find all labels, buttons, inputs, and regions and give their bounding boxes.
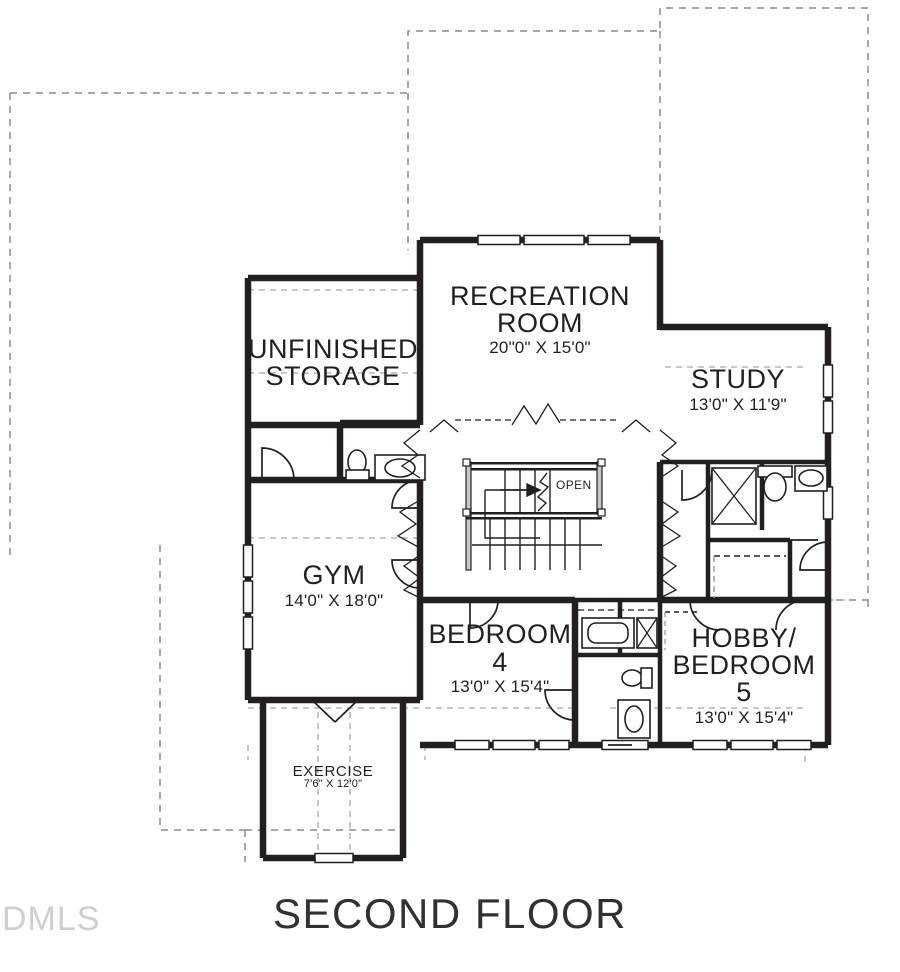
- room-dimensions: 20"0" X 15'0": [489, 338, 591, 357]
- room-label-recreation-room: RECREATION ROOM 20"0" X 15'0": [405, 281, 675, 357]
- room-label-gym: GYM 14'0" X 18'0": [248, 560, 420, 610]
- room-name-line2: STORAGE: [265, 361, 401, 391]
- room-name-line1: UNFINISHED: [247, 334, 418, 364]
- first-floor-outline-below: [9, 7, 869, 862]
- room-name-line1: BEDROOM: [428, 619, 572, 649]
- mls-watermark: DMLS: [2, 900, 101, 938]
- room-name-line1: STUDY: [690, 364, 785, 394]
- study-bath-fixtures: [711, 465, 828, 598]
- room-label-unfinished-storage: UNFINISHED STORAGE: [228, 336, 438, 390]
- room-label-study: STUDY 13'0" X 11'9": [652, 364, 824, 414]
- room-name-line2: BEDROOM: [672, 650, 816, 680]
- room-dimensions: 14'0" X 18'0": [284, 590, 384, 610]
- room-dimensions: 13'0" X 15'4": [450, 677, 550, 697]
- room-name-line2: ROOM: [497, 308, 583, 338]
- room-number: 5: [736, 677, 752, 707]
- walls: [244, 236, 832, 862]
- room-dimensions: 13'0" X 11'9": [689, 394, 787, 414]
- staircase: [462, 458, 606, 571]
- room-name-line1: GYM: [302, 560, 366, 590]
- room-label-hobby-bedroom-5: HOBBY/ BEDROOM 5 13'0" X 15'4": [654, 625, 834, 726]
- room-label-exercise: EXERCISE 7'6" X 12'0": [263, 764, 403, 791]
- page-title: SECOND FLOOR: [272, 890, 628, 937]
- hobby-closet: [664, 611, 700, 650]
- room-dimensions: 13'0" X 15'4": [694, 707, 794, 727]
- room-label-bedroom-4: BEDROOM 4 13'0" X 15'4": [410, 619, 590, 697]
- room-dimensions: 7'6" X 12'0": [303, 778, 363, 791]
- room-name-line1: HOBBY/: [691, 623, 797, 653]
- windows: [242, 234, 834, 864]
- room-number: 4: [492, 646, 508, 677]
- room-name-line1: EXERCISE: [292, 763, 374, 780]
- bedroom4-bath-fixtures: [578, 609, 658, 739]
- room-name-line1: RECREATION: [449, 281, 630, 311]
- doors: [261, 447, 829, 746]
- open-to-below-boundary: [396, 402, 682, 601]
- interior-partitions: [337, 419, 828, 745]
- powder-room-fixtures: [345, 449, 426, 481]
- stair-open-annotation: OPEN: [556, 478, 592, 492]
